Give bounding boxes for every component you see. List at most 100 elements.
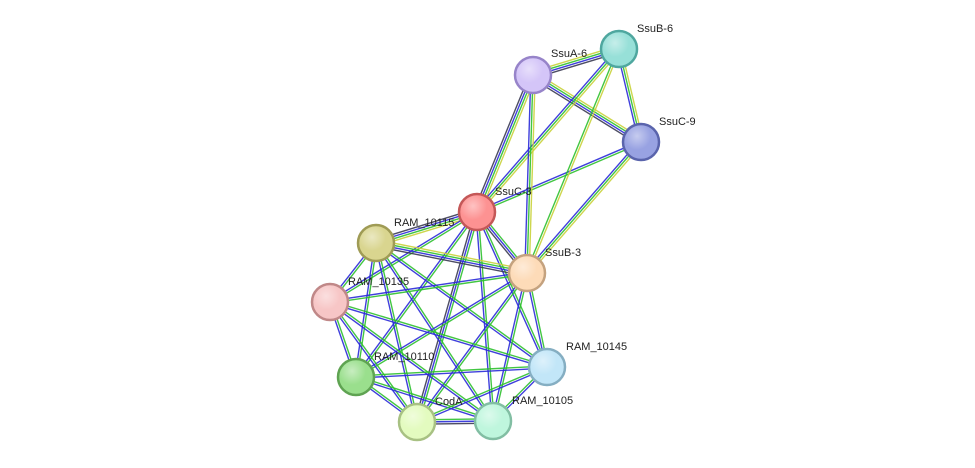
edge-line-blue <box>355 271 527 377</box>
edge-SsuB-3-RAM_10105 <box>491 272 529 422</box>
edge-SsuC-3-CodA <box>414 211 480 423</box>
node-highlight <box>476 404 510 438</box>
edge-line-blue <box>375 243 527 275</box>
edge-SsuC-9-SsuB-3 <box>524 140 644 275</box>
edge-line-green <box>376 242 419 422</box>
edge-SsuC-9-SsuC-3 <box>476 140 642 214</box>
edge-line-green <box>477 211 495 421</box>
edge-line-green <box>533 73 642 142</box>
edge-SsuB-6-SsuB-3 <box>525 48 621 274</box>
node-highlight <box>313 285 347 319</box>
edge-SsuB-3-CodA <box>415 271 529 424</box>
edge-SsuB-6-SsuC-3 <box>474 47 622 214</box>
node-label-RAM_10145: RAM_10145 <box>566 341 627 353</box>
node-SsuA-6[interactable] <box>513 55 553 95</box>
node-label-SsuC-3: SsuC-3 <box>495 186 532 198</box>
node-CodA[interactable] <box>397 402 437 442</box>
edge-line-green <box>356 243 378 378</box>
edge-line-green <box>355 365 547 377</box>
edge-line-blue <box>355 377 493 423</box>
edge-SsuC-3-RAM_10135 <box>329 210 478 304</box>
node-highlight <box>510 256 544 290</box>
node-SsuB-6[interactable] <box>599 29 639 69</box>
edge-line-dark <box>375 245 527 277</box>
label-layer: SsuB-6SsuA-6SsuC-9SsuC-3RAM_10115SsuB-3R… <box>348 23 696 408</box>
edge-line-blue <box>475 212 547 368</box>
edge-line-blue <box>491 272 527 421</box>
edge-line-blue <box>328 302 417 424</box>
node-label-RAM_10115: RAM_10115 <box>394 217 454 229</box>
node-SsuB-3[interactable] <box>507 253 547 293</box>
edge-SsuB-3-RAM_10110 <box>355 271 528 379</box>
edge-line-blue <box>329 302 547 369</box>
edge-line-yellow <box>478 49 622 214</box>
edge-line-yellow <box>528 75 536 274</box>
edge-line-blue <box>329 271 527 302</box>
node-label-SsuA-6: SsuA-6 <box>551 48 587 60</box>
edge-line-blue <box>524 140 640 273</box>
edge-line-blue <box>374 243 547 369</box>
edge-line-green <box>526 74 534 274</box>
edge-line-blue <box>356 367 548 379</box>
edge-line-blue <box>416 211 478 423</box>
node-highlight <box>460 195 494 229</box>
edge-line-green <box>477 75 535 213</box>
edge-line-green <box>526 141 642 274</box>
edge-SsuC-3-RAM_10105 <box>475 211 495 422</box>
edge-CodA-RAM_10145 <box>416 365 548 424</box>
edge-layer <box>328 45 644 425</box>
node-SsuC-9[interactable] <box>621 122 661 162</box>
edge-line-green <box>356 212 479 379</box>
node-highlight <box>359 226 393 260</box>
edge-line-green <box>330 300 548 367</box>
edge-line-green <box>330 212 478 304</box>
node-label-SsuB-3: SsuB-3 <box>545 247 581 259</box>
node-label-RAM_10110: RAM_10110 <box>374 351 434 363</box>
node-RAM_10145[interactable] <box>527 347 567 387</box>
edge-line-yellow <box>376 239 528 271</box>
node-label-RAM_10135: RAM_10135 <box>348 276 409 288</box>
edge-line-green <box>376 242 495 421</box>
edge-line-blue <box>475 74 533 212</box>
edge-line-blue <box>476 140 641 212</box>
node-label-SsuB-6: SsuB-6 <box>637 23 673 35</box>
node-SsuC-3[interactable] <box>457 192 497 232</box>
edge-line-blue <box>354 210 477 377</box>
edge-SsuA-6-SsuC-3 <box>473 73 537 214</box>
node-highlight <box>400 405 434 439</box>
edge-line-blue <box>415 271 527 422</box>
edge-SsuA-6-SsuC-9 <box>530 71 644 146</box>
node-RAM_10135[interactable] <box>310 282 350 322</box>
node-highlight <box>624 125 658 159</box>
node-label-RAM_10105: RAM_10105 <box>512 395 573 407</box>
node-highlight <box>339 360 373 394</box>
edge-line-yellow <box>534 71 644 140</box>
edge-RAM_10135-CodA <box>328 300 419 424</box>
edge-line-green <box>417 273 529 424</box>
edge-line-blue <box>524 74 532 273</box>
edge-line-green <box>356 273 528 379</box>
node-RAM_10105[interactable] <box>473 401 513 441</box>
edge-line-blue <box>329 210 477 302</box>
edge-line-dark <box>530 77 640 146</box>
node-layer <box>310 29 661 442</box>
edge-line-blue <box>354 242 376 377</box>
node-label-SsuC-9: SsuC-9 <box>659 116 696 128</box>
node-label-CodA: CodA <box>435 396 463 408</box>
edge-line-green <box>330 273 528 304</box>
node-RAM_10110[interactable] <box>336 357 376 397</box>
edge-line-blue <box>532 75 641 144</box>
edge-line-blue <box>417 367 548 424</box>
edge-line-yellow <box>527 49 621 274</box>
edge-line-green <box>477 142 642 214</box>
edge-RAM_10115-RAM_10110 <box>354 242 378 378</box>
node-RAM_10115[interactable] <box>356 223 396 263</box>
edge-line-green <box>476 48 620 213</box>
edge-RAM_10115-SsuB-3 <box>375 239 528 277</box>
edge-line-green <box>330 300 419 422</box>
edge-line-yellow <box>479 75 537 214</box>
edge-SsuC-3-RAM_10110 <box>354 210 479 379</box>
edge-line-green <box>356 375 494 421</box>
edge-line-green <box>416 365 547 422</box>
